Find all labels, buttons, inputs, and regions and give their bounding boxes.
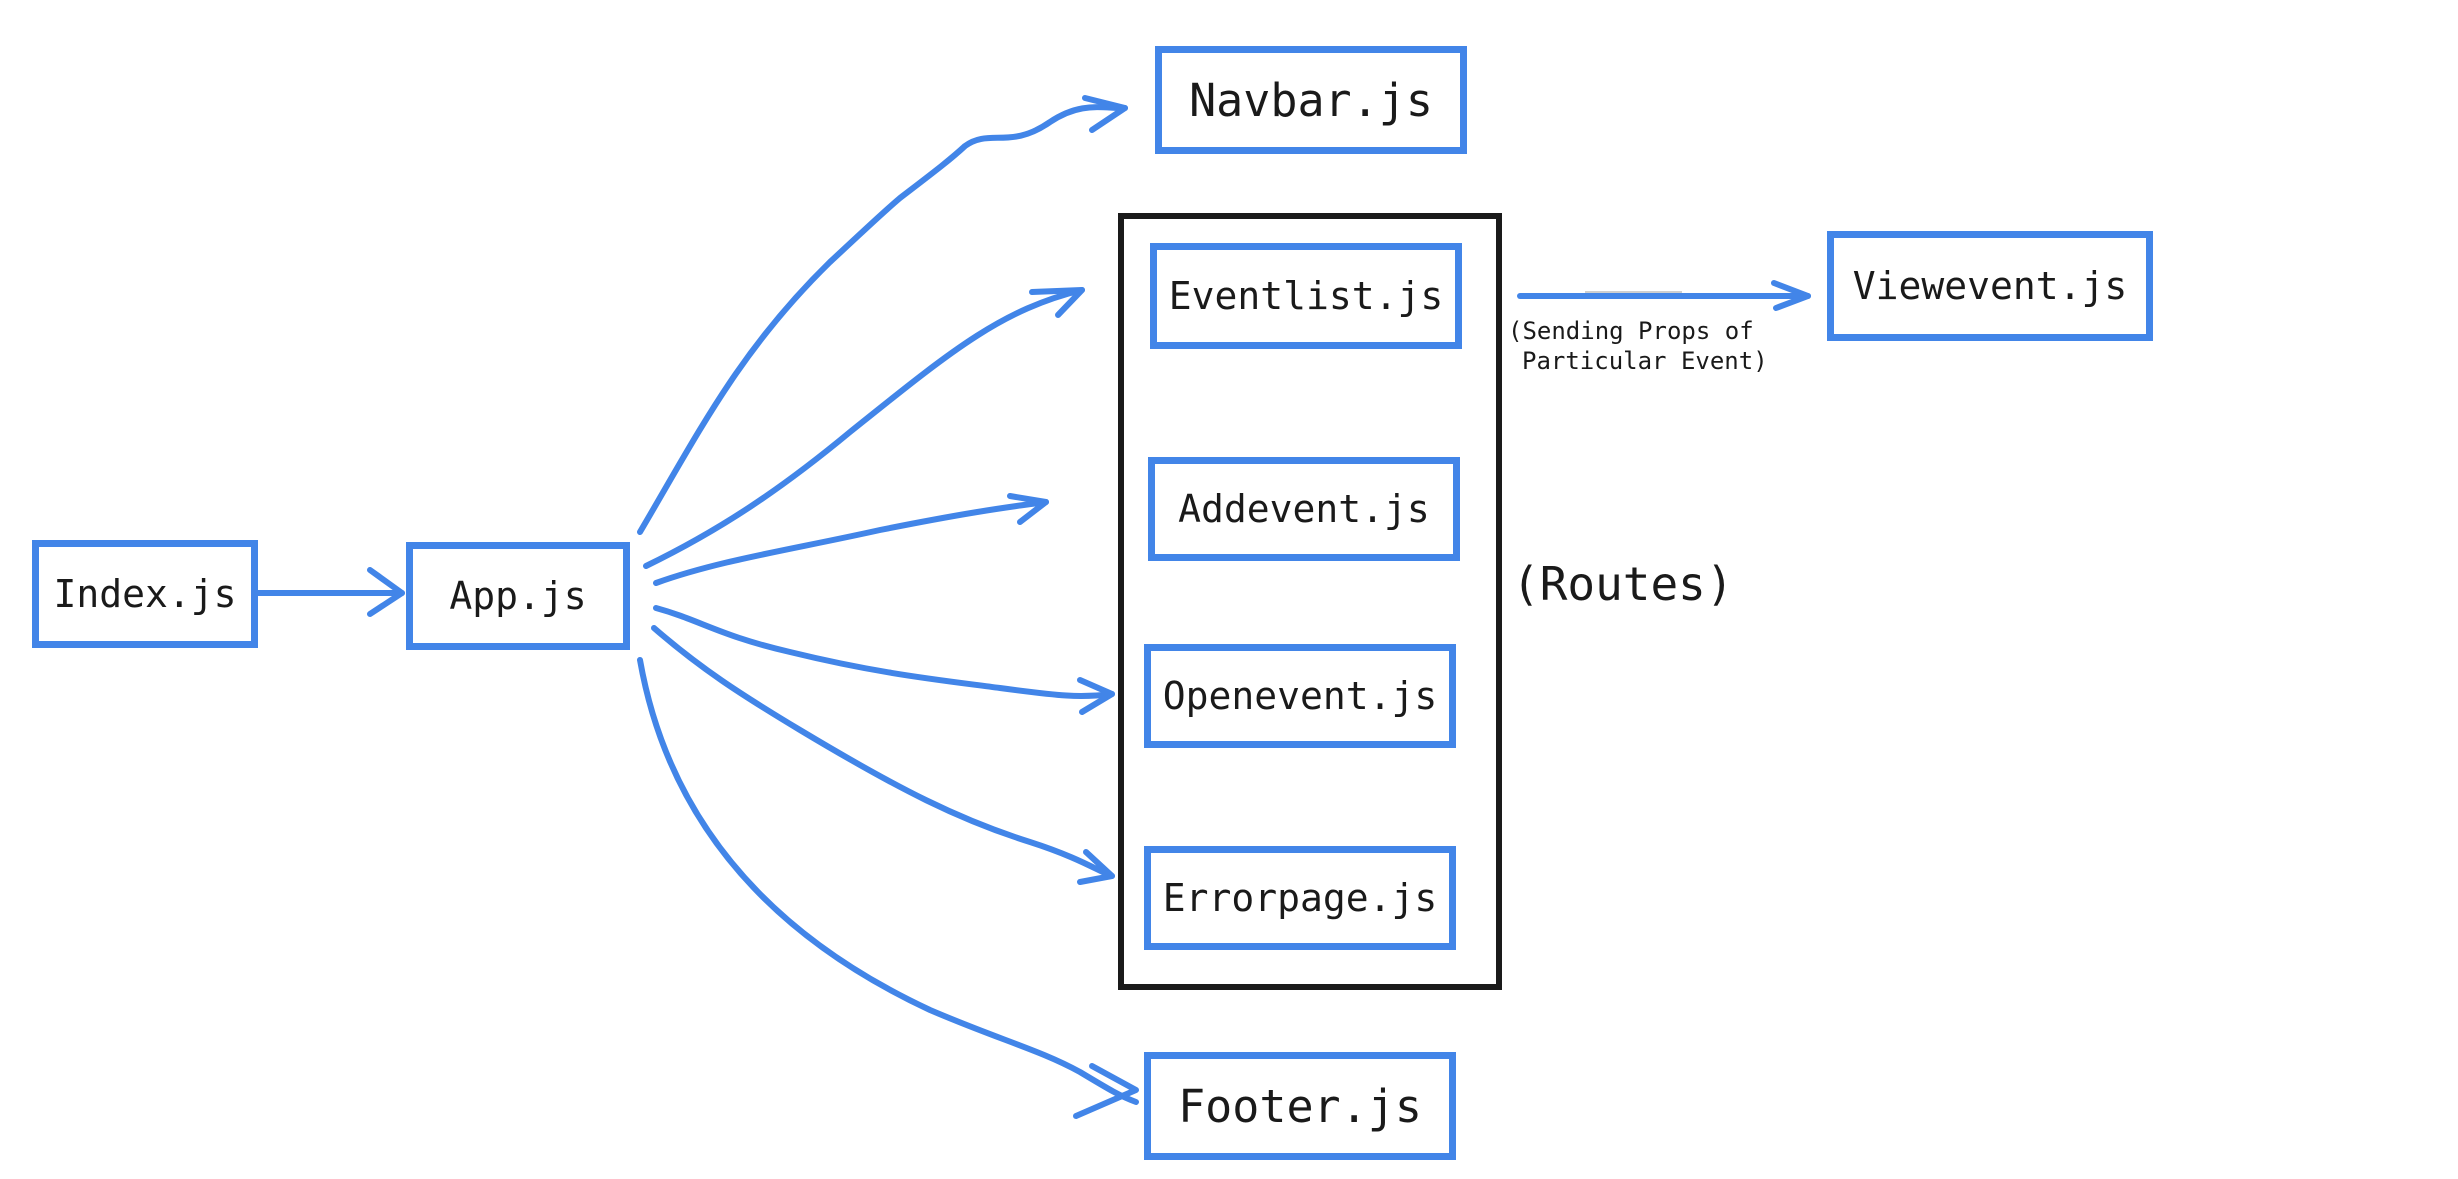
navbar-js-label: Navbar.js [1189, 73, 1433, 127]
arrowhead-addevent [1007, 493, 1049, 525]
arrowhead-openevent [1077, 677, 1115, 715]
arrowhead-app [367, 567, 405, 617]
props-note-line-1: (Sending Props of [1508, 317, 1754, 345]
openevent-js-node: Openevent.js [1144, 644, 1456, 748]
errorpage-js-node: Errorpage.js [1144, 846, 1456, 950]
app-js-label: App.js [449, 574, 587, 618]
addevent-js-node: Addevent.js [1148, 457, 1460, 561]
viewevent-js-label: Viewevent.js [1852, 264, 2128, 308]
arrow-app-to-errorpage [651, 625, 1115, 879]
footer-js-node: Footer.js [1144, 1052, 1456, 1160]
footer-js-label: Footer.js [1178, 1079, 1422, 1133]
arrowhead-footer [1073, 1063, 1139, 1119]
arrowhead-eventlist [1029, 287, 1085, 318]
index-js-label: Index.js [53, 572, 237, 616]
routes-container [1118, 213, 1502, 990]
eventlist-js-label: Eventlist.js [1168, 274, 1444, 318]
errorpage-js-label: Errorpage.js [1162, 876, 1438, 920]
props-note-line-2: Particular Event) [1522, 347, 1768, 375]
arrowhead-navbar [1082, 95, 1128, 133]
arrowhead-errorpage [1077, 849, 1115, 885]
app-js-node: App.js [406, 542, 630, 650]
viewevent-js-node: Viewevent.js [1827, 231, 2153, 341]
props-note: (Sending Props of Particular Event) [1508, 316, 1768, 376]
routes-label: (Routes) [1512, 557, 1734, 611]
arrow-app-to-openevent [653, 605, 1115, 699]
index-js-node: Index.js [32, 540, 258, 648]
arrow-app-to-navbar [637, 104, 1128, 535]
arrow-app-to-addevent [653, 499, 1049, 586]
eventlist-js-node: Eventlist.js [1150, 243, 1462, 349]
navbar-js-node: Navbar.js [1155, 46, 1467, 154]
arrow-app-to-eventlist [643, 287, 1085, 569]
arrow-app-to-footer [637, 657, 1139, 1105]
addevent-js-label: Addevent.js [1178, 487, 1430, 531]
openevent-js-label: Openevent.js [1162, 674, 1438, 718]
arrowhead-viewevent [1771, 280, 1811, 311]
